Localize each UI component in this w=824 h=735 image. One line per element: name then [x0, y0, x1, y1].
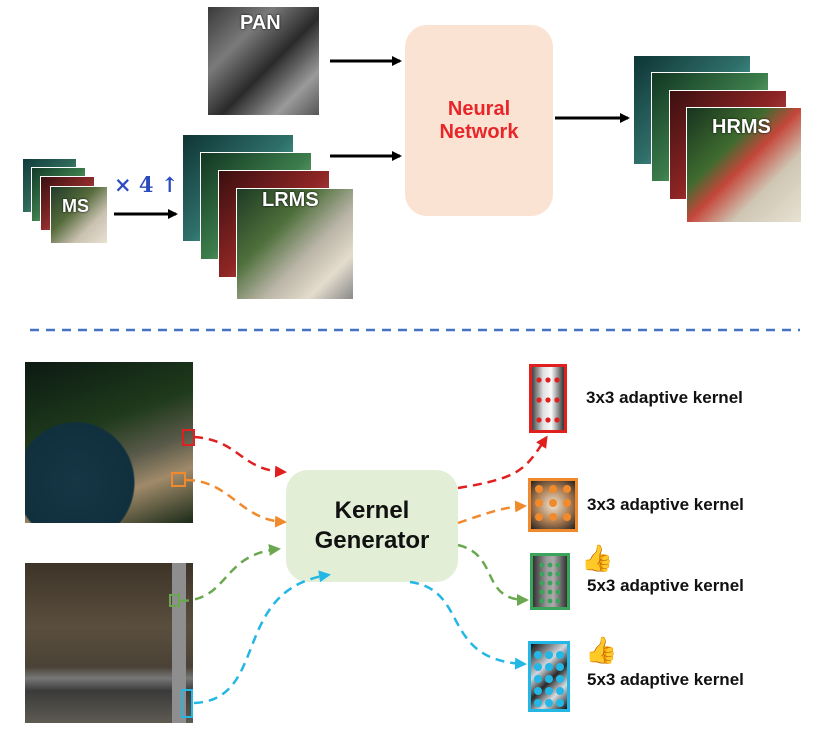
neural-network-box: Neural Network	[405, 25, 553, 216]
kernel-dot	[534, 687, 542, 695]
kernel-dot	[547, 580, 553, 586]
kernel-dot	[535, 485, 543, 493]
kernel-dot	[547, 598, 553, 604]
arrow-orange-out	[457, 500, 527, 525]
kernel-dot	[554, 417, 560, 423]
kernel-dot	[545, 675, 553, 683]
thumbs-up-icon-green: 👍	[581, 543, 614, 573]
kernel-dot	[534, 663, 542, 671]
kernel-dot	[563, 513, 571, 521]
kernel-dot	[545, 663, 553, 671]
arrow-green-out	[457, 543, 529, 606]
upsample-label: × 4 ↑	[114, 172, 179, 197]
kernel-dot	[545, 417, 551, 423]
arrow-green-in	[179, 543, 281, 603]
marker-box-orange	[171, 472, 186, 487]
kernel-dot	[535, 513, 543, 521]
kernel-dot	[547, 562, 553, 568]
kernel-dot	[534, 651, 542, 659]
marker-box-red	[182, 429, 195, 446]
kernel-dot	[545, 687, 553, 695]
kernel-dot	[556, 651, 564, 659]
kernel-dot	[534, 675, 542, 683]
kernel-dot	[549, 513, 557, 521]
kernel-dot	[555, 571, 561, 577]
marker-box-blue	[181, 689, 193, 718]
arrow-blue-in	[193, 570, 331, 705]
lrms-tile-front	[236, 188, 354, 300]
kernel-dot	[554, 377, 560, 383]
pan-label: PAN	[240, 12, 281, 34]
ms-tile-front	[50, 186, 108, 244]
kernel-dot	[534, 699, 542, 707]
kernel-dot	[536, 417, 542, 423]
road-stripe	[172, 563, 186, 723]
kernel-dot	[535, 499, 543, 507]
arrow-red-in	[193, 435, 287, 478]
kernel-dot	[556, 663, 564, 671]
kernel-generator-label-line1: Kernel	[334, 497, 410, 524]
kernel-generator-label-line2: Generator	[314, 527, 430, 554]
neural-network-label-line1: Neural	[447, 97, 511, 120]
kernel-dots-green	[539, 562, 561, 604]
kernel-dot	[539, 580, 545, 586]
kernel-dot	[549, 485, 557, 493]
kernel-dot	[545, 651, 553, 659]
kernel-dots-red	[536, 377, 560, 423]
kernel-dot	[555, 589, 561, 595]
kernel-dot	[545, 699, 553, 707]
kernel-dot	[536, 377, 542, 383]
kernel-dot	[539, 589, 545, 595]
kernel-label-2: 3x3 adaptive kernel	[587, 495, 744, 514]
lrms-label: LRMS	[262, 189, 319, 211]
arrow-red-out	[457, 435, 548, 490]
arrow-orange-in	[185, 478, 287, 528]
kernel-dots-blue	[534, 651, 564, 707]
kernel-dot	[549, 499, 557, 507]
kernel-dots-orange	[535, 485, 571, 521]
kernel-dot	[556, 699, 564, 707]
ms-label: MS	[62, 196, 89, 216]
kernel-dot	[555, 562, 561, 568]
kernel-label-4: 5x3 adaptive kernel	[587, 670, 744, 689]
kernel-label-1: 3x3 adaptive kernel	[586, 388, 743, 407]
source-image-urban	[25, 563, 193, 723]
kernel-dot	[563, 485, 571, 493]
neural-network-label-line2: Network	[439, 120, 519, 143]
marker-box-green	[169, 594, 180, 607]
kernel-dot	[556, 675, 564, 683]
pan-image	[207, 6, 320, 116]
kernel-dot	[555, 580, 561, 586]
kernel-dot	[539, 598, 545, 604]
arrow-blue-out	[409, 580, 527, 670]
hrms-tile-front	[686, 107, 802, 223]
kernel-dot	[536, 397, 542, 403]
kernel-generator-box: Kernel Generator	[286, 470, 458, 582]
kernel-dot	[547, 589, 553, 595]
hrms-label: HRMS	[712, 116, 771, 138]
kernel-dot	[555, 598, 561, 604]
kernel-dot	[556, 687, 564, 695]
kernel-dot	[547, 571, 553, 577]
kernel-dot	[539, 571, 545, 577]
kernel-dot	[539, 562, 545, 568]
kernel-label-3: 5x3 adaptive kernel	[587, 576, 744, 595]
kernel-dot	[545, 397, 551, 403]
kernel-dot	[563, 499, 571, 507]
kernel-dot	[545, 377, 551, 383]
source-image-coast	[25, 362, 193, 523]
thumbs-up-icon-blue: 👍	[585, 635, 618, 665]
kernel-dot	[554, 397, 560, 403]
